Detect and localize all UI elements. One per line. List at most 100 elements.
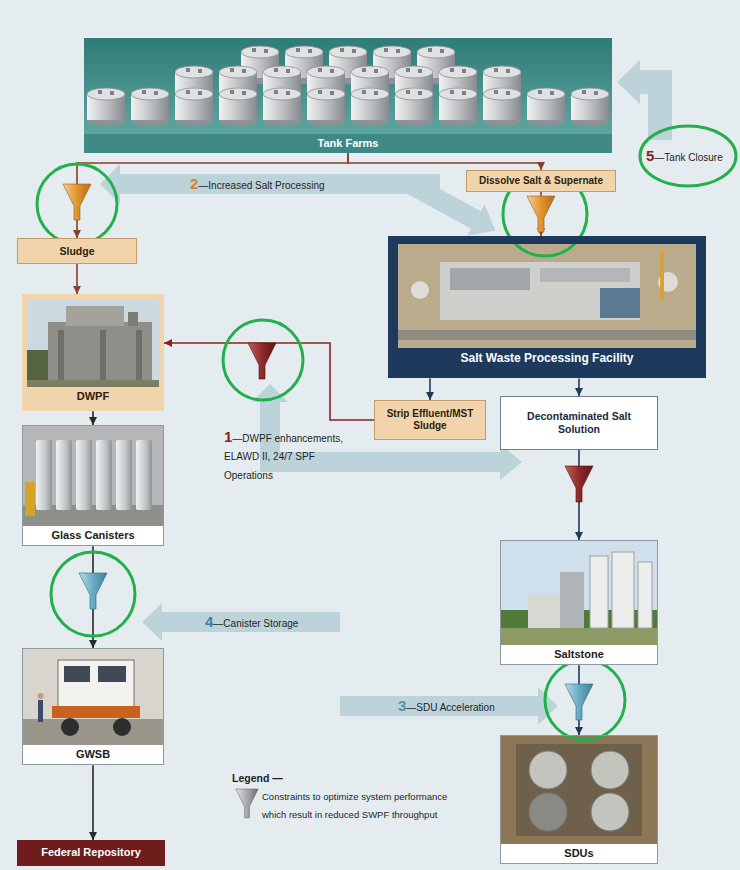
flow-connector — [578, 378, 580, 396]
photo-building — [136, 330, 142, 380]
tank-icon — [175, 88, 213, 126]
photo-building — [540, 268, 630, 282]
photo-ground — [501, 628, 657, 645]
node-label: Strip Effluent/MST Sludge — [381, 408, 479, 432]
canister-icon — [116, 440, 132, 510]
callout-group: 3—SDU Acceleration — [398, 697, 495, 715]
node-label: Salt Waste Processing Facility — [398, 348, 696, 368]
photo-building — [440, 262, 640, 320]
photo-crane — [660, 250, 664, 300]
photo-vehicle — [98, 666, 126, 682]
node-label: Decontaminated Salt Solution — [507, 410, 651, 435]
process-box: Dissolve Salt & Supernate — [466, 170, 616, 192]
saltstone-photo — [501, 541, 657, 645]
photo-sdu-cell — [591, 751, 629, 789]
constraint-funnel — [248, 343, 276, 379]
tank-icon — [219, 88, 257, 126]
constraint-funnel — [79, 573, 107, 609]
callout-group: 2—Increased Salt Processing — [190, 175, 325, 193]
photo-box: Saltstone — [500, 540, 658, 665]
callout-group: 5—Tank Closure — [646, 147, 723, 165]
callout-group: 1—DWPF enhancements, ELAWD II, 24/7 SPF … — [224, 428, 344, 483]
photo-building — [450, 268, 530, 290]
legend-item: Constraints to optimize system performan… — [262, 786, 467, 822]
photo-wheel — [61, 718, 79, 736]
facility-box: DWPF — [22, 294, 164, 411]
improvement-arrow — [142, 603, 340, 641]
callout-number: 1 — [224, 428, 232, 445]
photo-forklift — [25, 482, 35, 516]
tank-icon — [439, 88, 477, 126]
improvement-arrow — [100, 164, 440, 204]
tank-icon — [307, 88, 345, 126]
highlight-circle — [640, 126, 736, 186]
improvement-arrow-head — [467, 204, 495, 236]
photo-building — [100, 330, 106, 380]
highlight-circle — [37, 164, 117, 244]
photo-floor — [23, 719, 163, 745]
callout-text: —DWPF enhancements, ELAWD II, 24/7 SPF O… — [224, 433, 343, 481]
photo-wheel — [113, 718, 131, 736]
photo-person — [38, 693, 44, 699]
constraint-funnel — [527, 196, 555, 232]
tank-icon — [263, 88, 301, 126]
callout-text: —SDU Acceleration — [406, 702, 494, 713]
tank-icon — [483, 88, 521, 126]
tank-icon — [571, 88, 609, 126]
flow-connector — [348, 153, 541, 170]
tank-farm-box: Tank Farms — [84, 38, 612, 153]
photo-building — [48, 322, 152, 380]
photo-road — [398, 330, 696, 340]
photo-box: GWSB — [22, 648, 164, 765]
node-label: GWSB — [23, 745, 163, 764]
photo-silo — [590, 556, 608, 628]
node-label: Dissolve Salt & Supernate — [479, 175, 603, 187]
photo-box: Glass Canisters — [22, 425, 164, 546]
tank-icon — [351, 88, 389, 126]
photo-ground — [27, 380, 159, 387]
callout-number: 4 — [205, 613, 213, 630]
photo-vehicle — [58, 660, 134, 708]
canister-icon — [56, 440, 72, 510]
node-label: Sludge — [59, 245, 94, 258]
photo-tank — [411, 281, 429, 299]
callout-text: —Tank Closure — [654, 152, 722, 163]
canister-icon — [96, 440, 112, 510]
photo-vehicle — [52, 706, 140, 718]
node-label: Glass Canisters — [23, 526, 163, 545]
flow-connector — [92, 411, 94, 425]
photo-vehicle — [64, 666, 90, 682]
process-box: Strip Effluent/MST Sludge — [374, 400, 486, 440]
flow-connector — [429, 378, 431, 400]
photo-building — [66, 306, 124, 326]
photo-structure — [560, 572, 584, 628]
flow-connector — [92, 765, 94, 840]
callout-number: 3 — [398, 697, 406, 714]
improvement-arrow — [617, 60, 672, 140]
constraint-funnel — [565, 466, 593, 502]
canister-icon — [136, 440, 152, 510]
callout-group: 4—Canister Storage — [205, 613, 298, 631]
photo-person — [38, 700, 43, 722]
node-label: SDUs — [501, 844, 657, 863]
photo-sdu-cell — [529, 793, 567, 831]
tank-farm-photo — [84, 38, 612, 134]
photo-box: SDUs — [500, 735, 658, 864]
tank-icon — [395, 88, 433, 126]
gwsb-photo — [23, 649, 163, 719]
callout-text: —Canister Storage — [213, 618, 298, 629]
photo-building — [528, 595, 560, 628]
facility-box: Salt Waste Processing Facility — [388, 236, 706, 378]
highlight-circle — [51, 552, 135, 636]
tank-icon — [527, 88, 565, 126]
photo-building — [600, 288, 640, 318]
tank-icon — [131, 88, 169, 126]
photo-sdu-cell — [591, 793, 629, 831]
callout-text: —Increased Salt Processing — [198, 180, 324, 191]
photo-silo — [612, 552, 634, 628]
node-label: Saltstone — [501, 645, 657, 664]
constraint-funnel — [63, 184, 91, 220]
sdu-photo — [501, 736, 657, 844]
improvement-arrow — [340, 687, 558, 725]
